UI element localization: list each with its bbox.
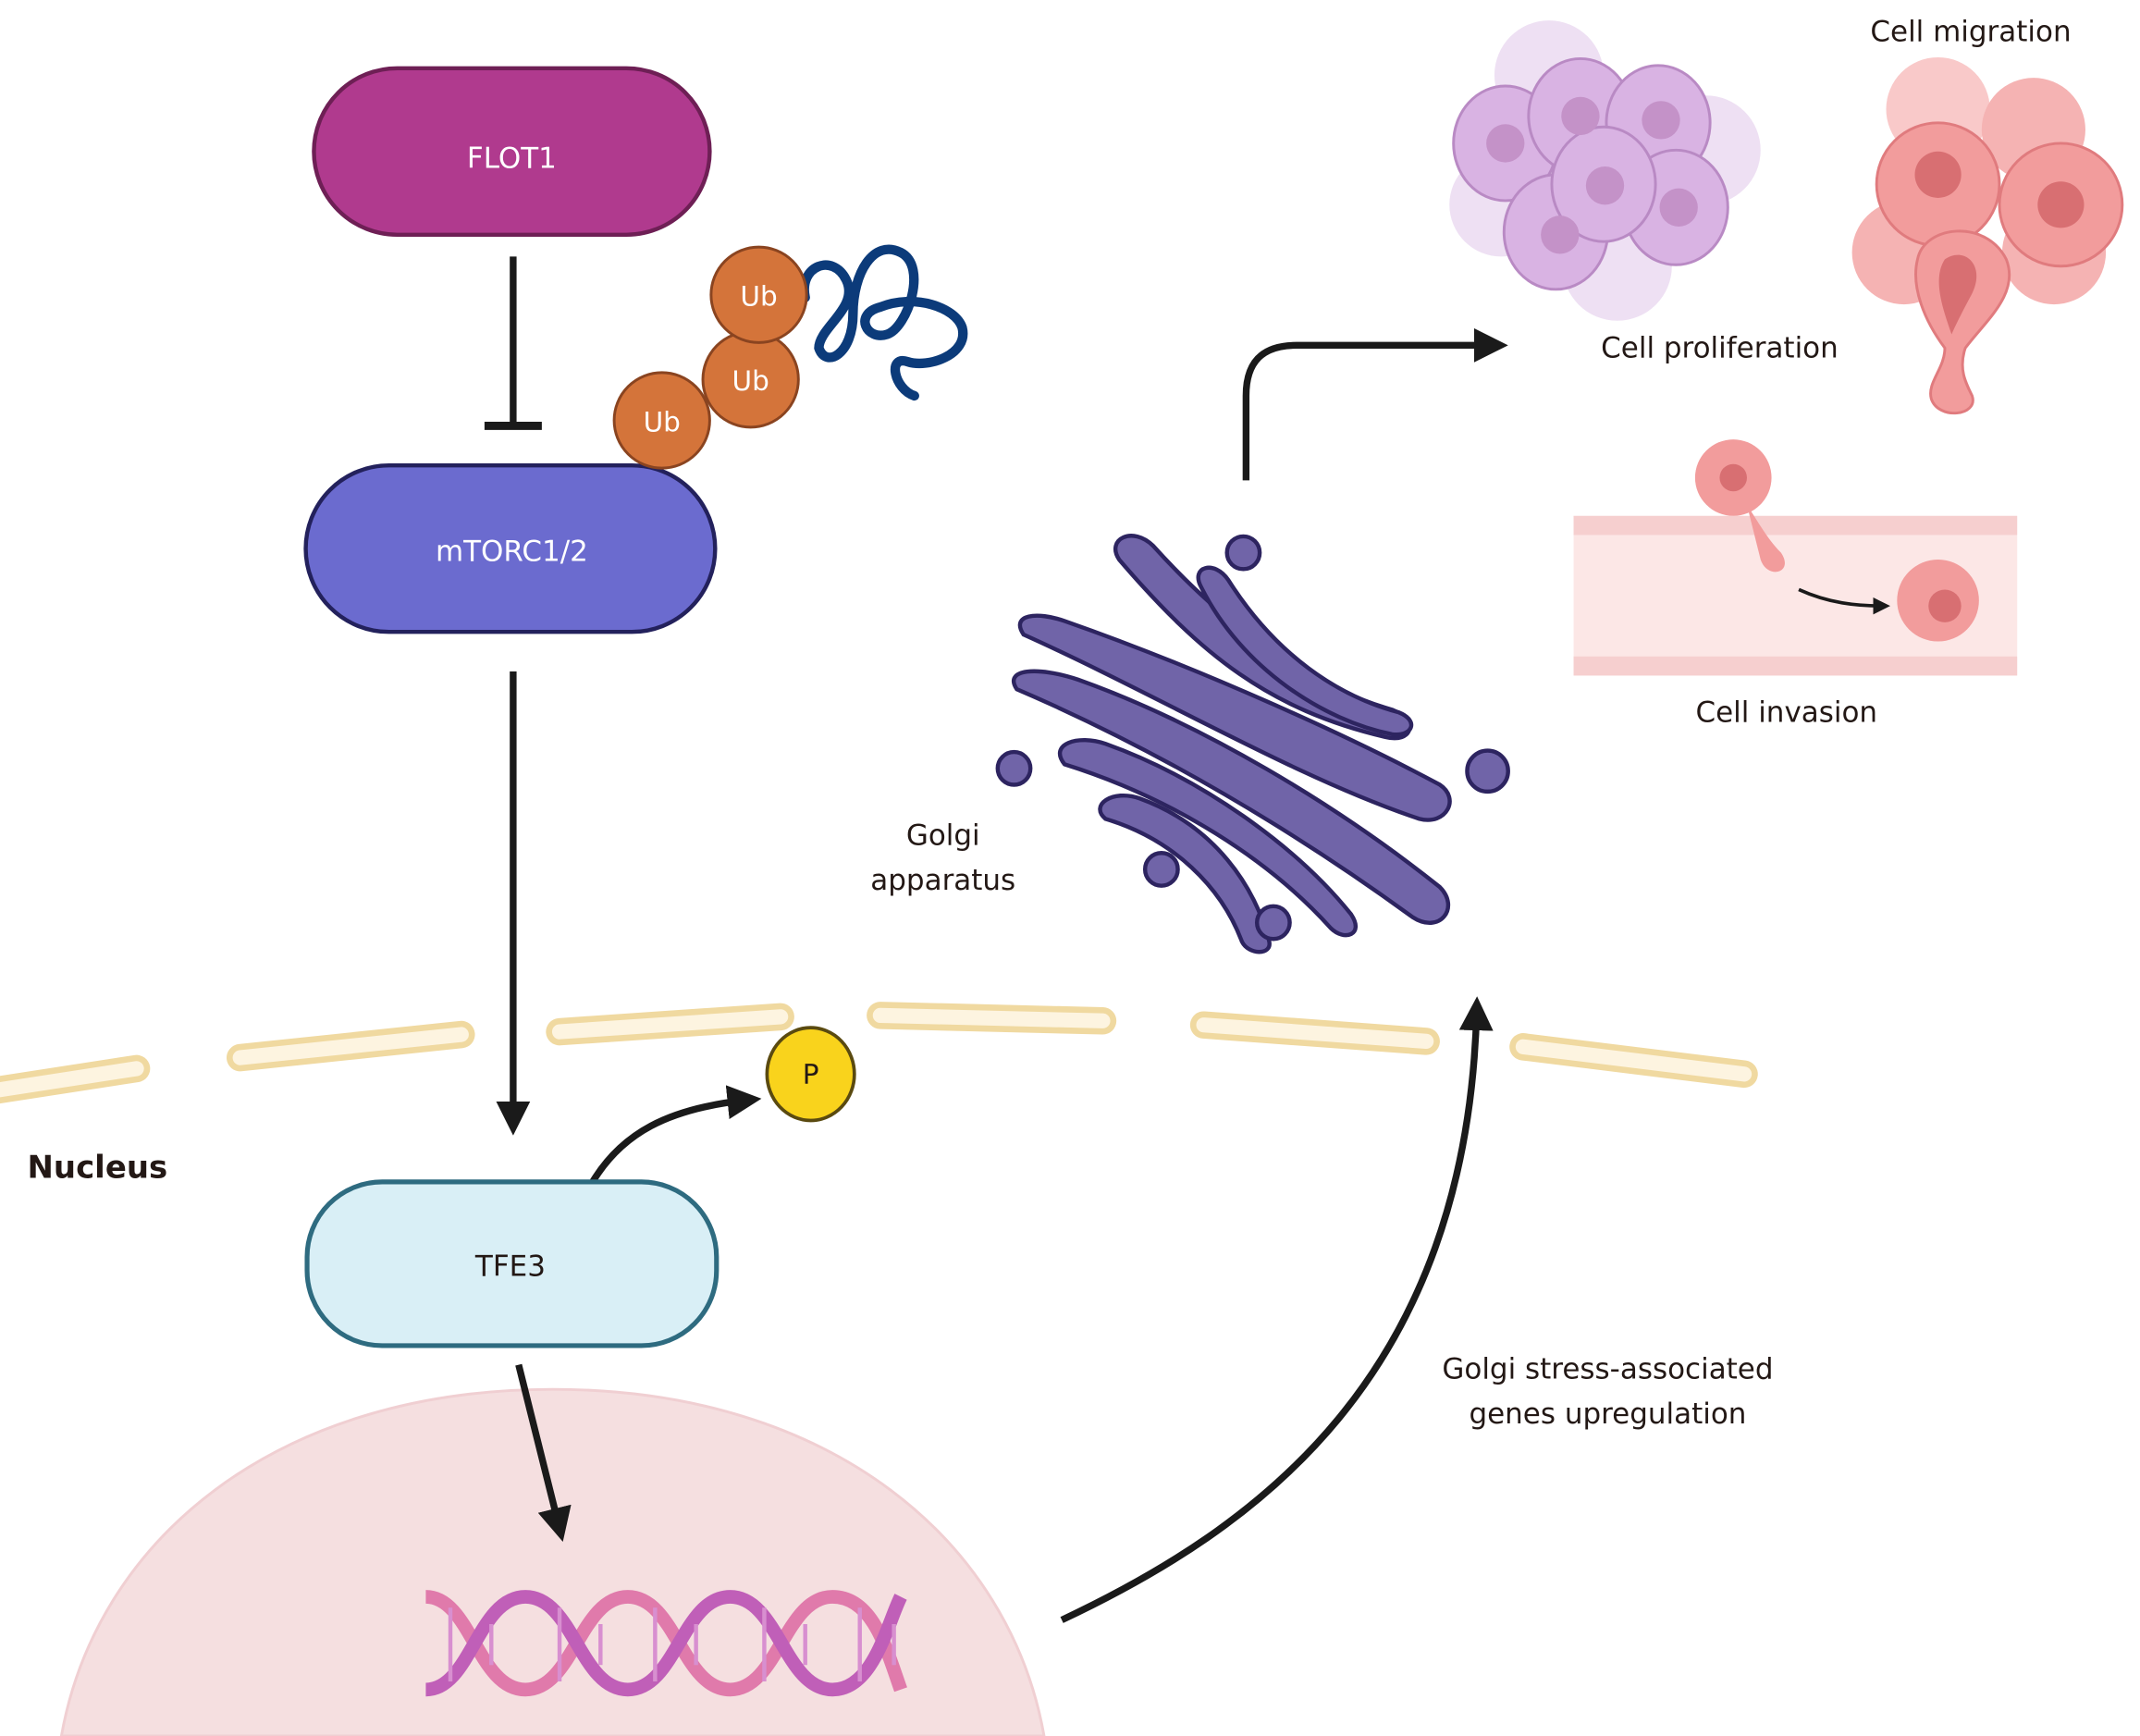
ubiquitin-2-label: Ub: [732, 365, 769, 397]
protein-chain-icon: [799, 244, 968, 401]
membrane-segment-inner: [232, 1027, 469, 1065]
golgi-label-line2: apparatus: [870, 864, 1015, 897]
membrane-segment-inner: [0, 1061, 144, 1098]
outcome-arrow: [1242, 327, 1508, 481]
cell-proliferation-label: Cell proliferation: [1601, 332, 1839, 365]
flot1-node[interactable]: [312, 66, 712, 238]
cell-invasion-icon: [1573, 439, 2018, 676]
nucleus-region: [59, 1387, 1046, 1736]
membrane-segment-inner: [1196, 1017, 1434, 1050]
membrane-segment-inner: [1515, 1039, 1753, 1082]
dna-helix-icon: [424, 1590, 907, 1697]
ubiquitin-chain: Ub Ub Ub: [612, 244, 968, 470]
membrane-segment-inner: [872, 1007, 1111, 1028]
flot1-label: FLOT1: [467, 142, 557, 176]
cell-proliferation-icon: [1449, 20, 1761, 321]
cell-invasion-label: Cell invasion: [1695, 696, 1877, 730]
ubiquitin-3: [709, 245, 808, 344]
inhibition-arrow: [484, 256, 542, 430]
ubiquitin-1: [612, 371, 711, 470]
tfe3-node[interactable]: [304, 1179, 719, 1348]
cell-migration-icon: [1851, 56, 2124, 415]
golgi-label-line1: Golgi: [906, 819, 980, 852]
mtorc-label: mTORC1/2: [436, 535, 588, 568]
phosphate-label: P: [803, 1059, 819, 1090]
ubiquitin-3-label: Ub: [740, 281, 777, 313]
golgi-stress-label-line2: genes upregulation: [1469, 1397, 1746, 1431]
golgi-stress-label-line1: Golgi stress-associated: [1442, 1352, 1773, 1385]
mtorc-node[interactable]: [303, 462, 718, 634]
membrane-segment-inner: [551, 1009, 789, 1040]
nuclear-membrane: [0, 1002, 1758, 1104]
phosphate-node[interactable]: [765, 1026, 856, 1123]
phosphorylation-arrow: [587, 1085, 762, 1187]
cell-migration-label: Cell migration: [1870, 15, 2071, 48]
upregulation-arrow: [1060, 996, 1494, 1623]
nucleus-label: Nucleus: [28, 1149, 168, 1186]
tfe3-label: TFE3: [474, 1250, 546, 1284]
golgi-apparatus-icon: [995, 534, 1510, 954]
ubiquitin-1-label: Ub: [644, 406, 681, 437]
activation-arrow-tfe3-dna: [515, 1363, 572, 1543]
